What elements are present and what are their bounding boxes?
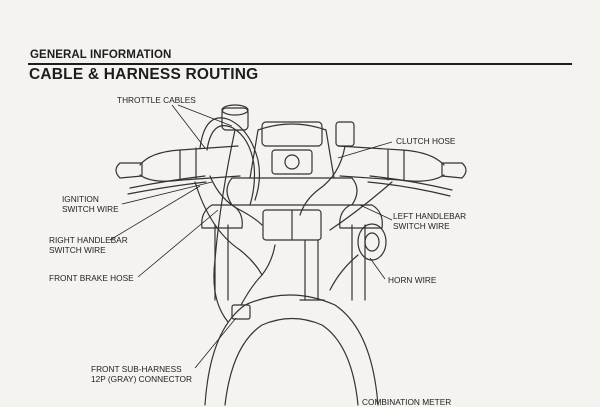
label-line: LEFT HANDLEBAR <box>393 211 467 221</box>
label-left-handlebar-switch-wire: LEFT HANDLEBAR SWITCH WIRE <box>393 211 466 231</box>
page-title: CABLE & HARNESS ROUTING <box>29 66 259 83</box>
label-clutch-hose: CLUTCH HOSE <box>396 136 456 146</box>
clutch-lever <box>369 175 453 191</box>
left-fork-tube <box>351 224 366 301</box>
label-horn-wire: HORN WIRE <box>388 275 437 285</box>
front-brake-hose-line <box>213 129 236 323</box>
label-line: SWITCH WIRE <box>393 221 450 231</box>
sub-harness-connector <box>231 304 251 320</box>
label-combination-meter: COMBINATION METER <box>362 397 452 407</box>
clutch-hose-line <box>299 145 346 216</box>
triple-clamp <box>226 177 358 206</box>
label-line: 12P (GRAY) CONNECTOR <box>91 374 192 384</box>
label-right-handlebar-switch-wire: RIGHT HANDLEBAR SWITCH WIRE <box>49 235 128 255</box>
section-header: GENERAL INFORMATION <box>30 49 172 61</box>
right-grip-end <box>115 162 143 179</box>
left-switch-wire-line <box>329 181 393 231</box>
leader-ignition <box>121 181 213 205</box>
leader-throttle-2 <box>177 104 233 127</box>
left-grip-end <box>441 162 467 179</box>
leader-horn <box>369 257 386 280</box>
label-line: RIGHT HANDLEBAR <box>49 235 128 245</box>
label-ignition-switch-wire: IGNITION SWITCH WIRE <box>62 194 119 214</box>
fairing-outline <box>204 294 379 406</box>
label-line: SWITCH WIRE <box>62 204 119 214</box>
header-rule <box>28 63 572 65</box>
steering-stem-area <box>249 123 335 179</box>
clutch-reservoir <box>335 121 355 147</box>
horn <box>357 223 387 261</box>
label-throttle-cables: THROTTLE CABLES <box>117 95 196 105</box>
leader-throttle-1 <box>171 104 206 149</box>
throttle-cable-1 <box>199 117 261 201</box>
throttle-cable-2 <box>206 125 256 206</box>
label-line: FRONT SUB-HARNESS <box>91 364 182 374</box>
ignition-wire-line <box>209 175 263 226</box>
brake-lever <box>129 175 206 189</box>
leader-right-switch <box>109 185 201 241</box>
leader-sub-harness <box>194 317 237 369</box>
left-handlebar <box>337 145 445 166</box>
right-handlebar <box>139 145 239 166</box>
label-front-brake-hose: FRONT BRAKE HOSE <box>49 273 134 283</box>
label-front-sub-harness: FRONT SUB-HARNESS 12P (GRAY) CONNECTOR <box>91 364 192 384</box>
leader-clutch-hose <box>337 141 393 159</box>
label-line: SWITCH WIRE <box>49 245 106 255</box>
leader-front-brake <box>137 209 219 278</box>
label-line: IGNITION <box>62 194 99 204</box>
leader-left-switch <box>359 204 393 221</box>
right-switch-wire-line <box>194 181 263 276</box>
